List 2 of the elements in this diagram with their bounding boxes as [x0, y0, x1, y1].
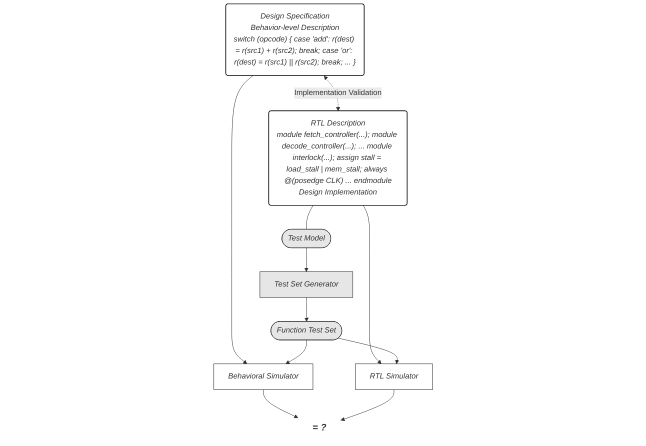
connector [306, 205, 313, 230]
node-text: = ? [312, 422, 326, 434]
